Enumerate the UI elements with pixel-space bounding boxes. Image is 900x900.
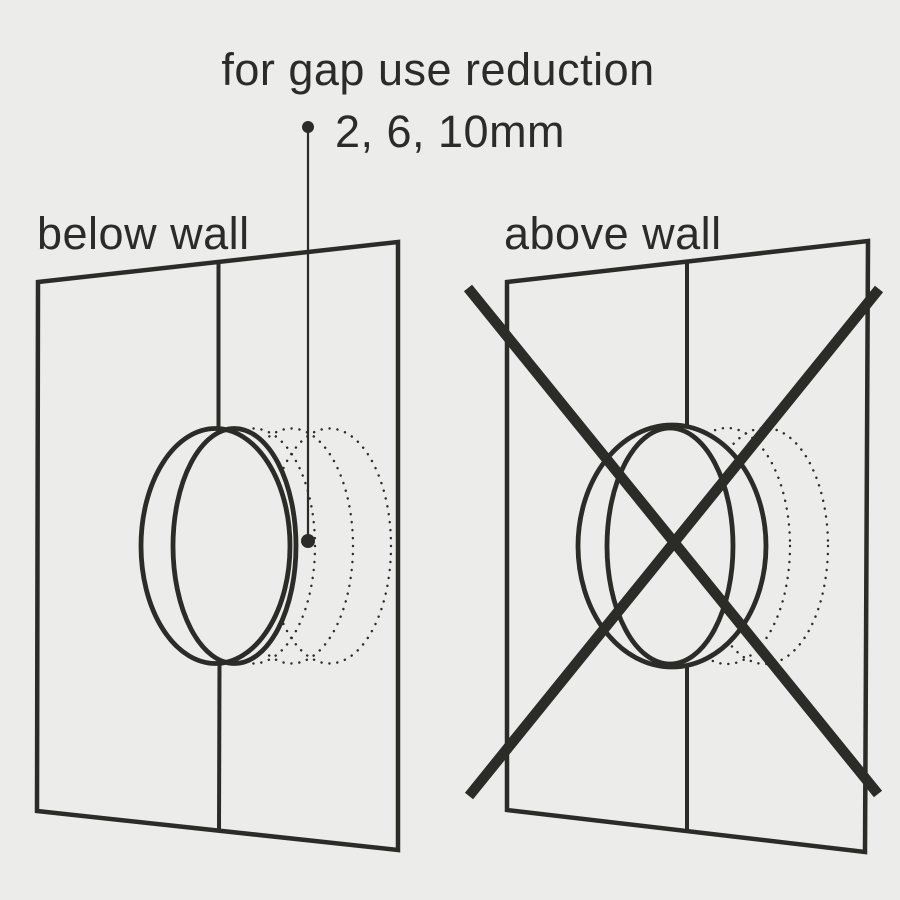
- wall-seam-bottom: [217, 662, 222, 832]
- reduction-ghost-2mm: [190, 427, 317, 665]
- annotation-leader: [301, 121, 315, 548]
- below-wall-diagram: [34, 239, 401, 853]
- mechanism-outer-rim: [575, 422, 769, 670]
- mechanism-back-rim: [138, 426, 293, 666]
- leader-anchor-dot: [301, 534, 315, 548]
- reduction-ghost-10mm: [700, 426, 830, 666]
- mechanism-front-rim: [170, 426, 299, 666]
- reduction-ghost-6mm: [228, 427, 355, 665]
- reduction-ghost-10mm: [266, 427, 393, 665]
- annotation-heading: for gap use reduction: [221, 44, 655, 95]
- wall-panel-outline: [504, 238, 871, 855]
- reduction-ghost-outline: [190, 427, 393, 665]
- reduction-ghost-6mm: [662, 426, 792, 666]
- above-wall-diagram: [463, 238, 884, 855]
- annotation-sizes: 2, 6, 10mm: [334, 106, 566, 157]
- cross-out-icon: [463, 284, 884, 800]
- panel-label-above-wall: above wall: [504, 208, 722, 259]
- reduction-ghost-2mm: [624, 426, 754, 666]
- reduction-ghost-outline: [624, 426, 830, 666]
- panel-label-below-wall: below wall: [37, 208, 250, 259]
- wall-panel-outline: [34, 239, 401, 853]
- mechanism-front-rim: [604, 425, 736, 667]
- bullet-dot-icon: [302, 121, 314, 133]
